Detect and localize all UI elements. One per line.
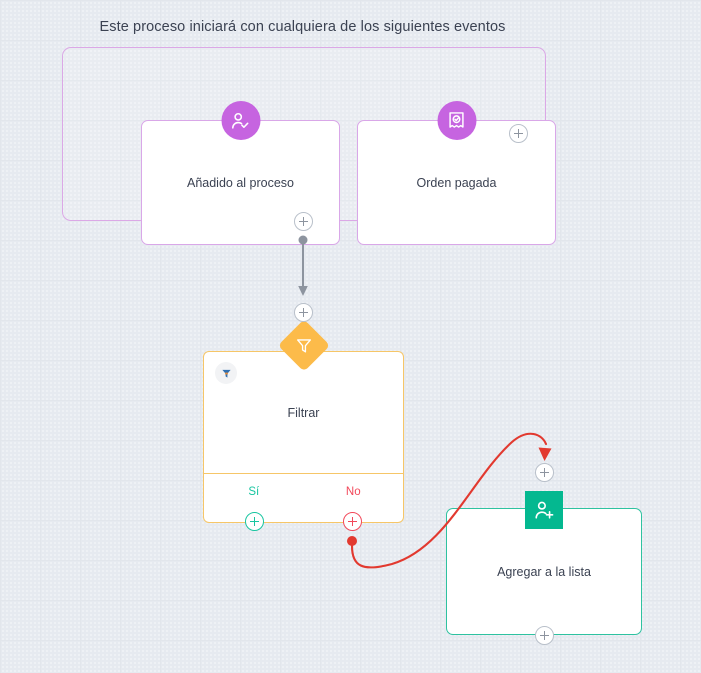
add-step-after-list-button[interactable] [535,626,554,645]
receipt-check-icon [437,101,476,140]
connector-arrowhead [298,286,308,296]
filter-branches: Sí No [204,474,403,523]
branch-label-yes: Sí [248,486,260,498]
funnel-small-icon[interactable] [215,362,237,384]
connector-no-arrowhead [538,447,552,461]
add-step-after-trigger-button[interactable] [294,212,313,231]
add-trigger-button[interactable] [509,124,528,143]
add-step-no-branch-button[interactable] [343,512,362,531]
filter-node[interactable]: Filtrar Sí No [203,319,404,523]
person-add-icon [525,491,563,529]
connector-no-start-dot [347,536,357,546]
add-step-before-list-button[interactable] [535,463,554,482]
trigger-card-label: Añadido al proceso [186,175,295,190]
trigger-card-label: Orden pagada [416,175,497,190]
page-title: Este proceso iniciará con cualquiera de … [99,19,506,35]
add-to-list-node[interactable]: Agregar a la lista [446,491,642,635]
add-to-list-node-label: Agregar a la lista [497,564,591,579]
filter-node-body: Filtrar [204,352,403,474]
add-step-yes-branch-button[interactable] [245,512,264,531]
filter-node-label: Filtrar [287,405,320,420]
add-step-before-filter-button[interactable] [294,303,313,322]
funnel-icon [277,319,330,372]
person-check-icon [221,101,260,140]
trigger-group-container[interactable]: Añadido al proceso Orden pagada [62,47,556,245]
